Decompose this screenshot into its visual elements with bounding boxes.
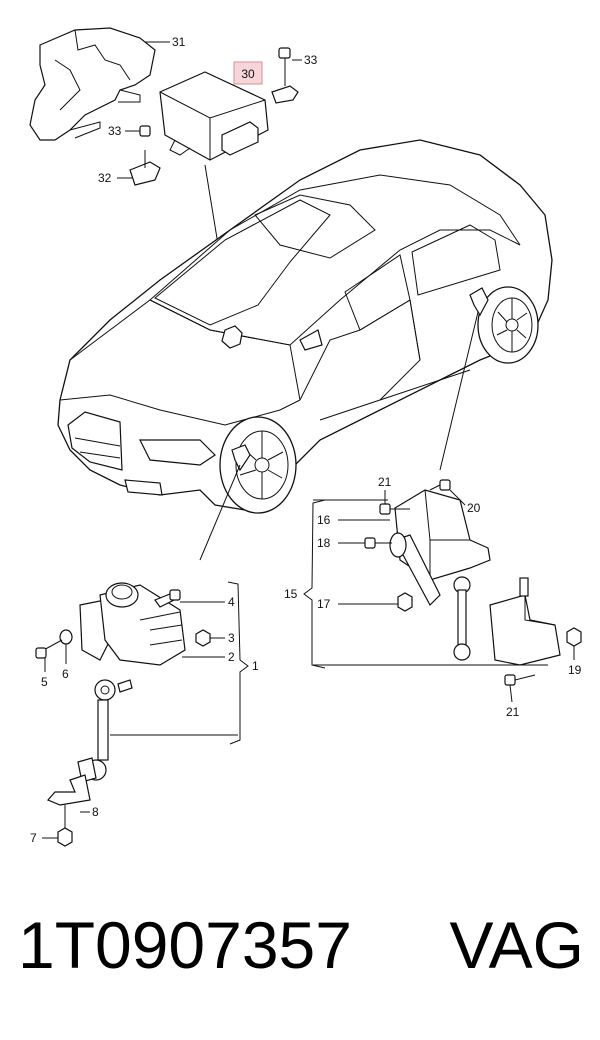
callout-32: 32 [98,171,112,185]
callout-33-top: 33 [304,53,318,67]
brand-label: VAG [449,908,584,982]
bracket-31 [29,27,156,141]
callout-17: 17 [317,597,331,611]
callout-21-top: 21 [378,475,392,489]
parts-diagram: 30 31 33 33 32 [29,27,582,847]
callout-3: 3 [228,631,235,645]
callout-15: 15 [284,587,298,601]
callout-6: 6 [62,667,69,681]
callout-7: 7 [30,831,37,845]
callout-1: 1 [252,659,259,673]
clip-top-right [271,47,299,104]
callout-4: 4 [228,595,235,609]
callout-21-bottom: 21 [506,705,520,719]
callout-8: 8 [92,805,99,819]
callout-16: 16 [317,513,331,527]
callout-19: 19 [568,663,582,677]
callout-5: 5 [41,675,48,689]
callout-30-highlight [233,61,263,85]
callout-2: 2 [228,650,235,664]
callout-30: 30 [241,67,255,81]
callout-33-left: 33 [108,124,122,138]
car-illustration [57,139,553,514]
bracket-group-1 [227,581,249,745]
control-unit-30 [159,71,269,161]
callout-31: 31 [172,35,186,49]
callout-18: 18 [317,536,331,550]
front-level-sensor-assembly [35,582,211,847]
callout-20: 20 [467,501,481,515]
rear-level-sensor-assembly [364,479,582,686]
clip-32 [129,125,161,186]
bracket-group-15 [303,499,326,669]
part-number: 1T0907357 [18,908,352,982]
